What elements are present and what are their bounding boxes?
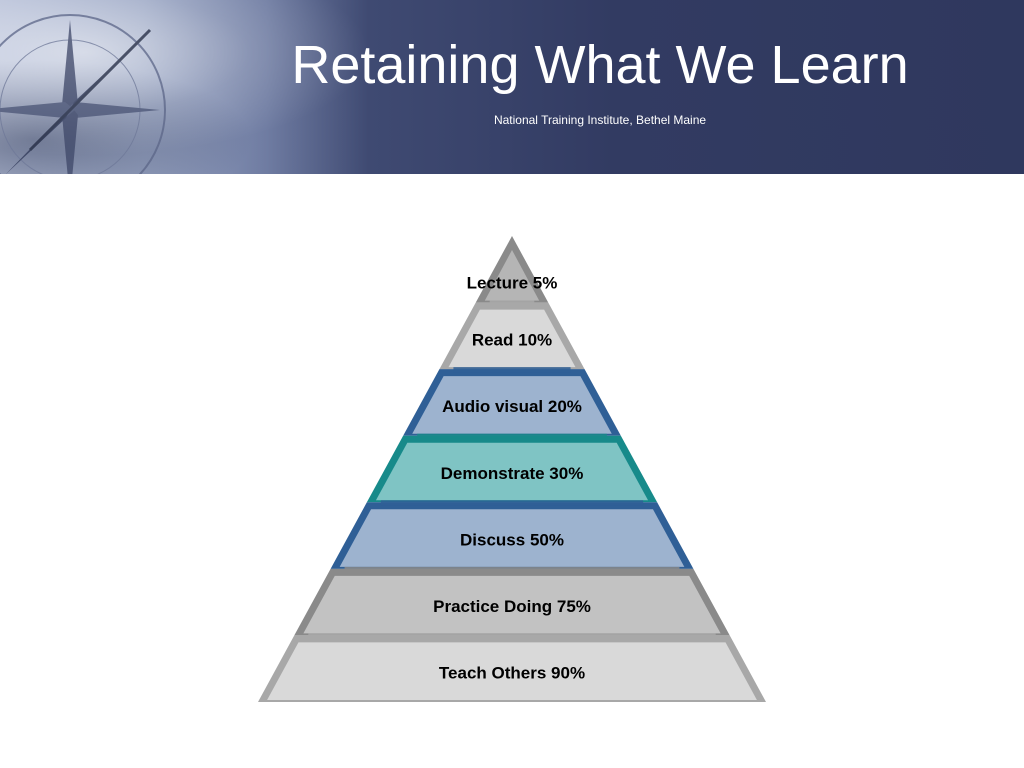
pyramid-tier: Read 10% — [439, 300, 585, 370]
pyramid-tier-separator — [417, 433, 607, 439]
pyramid-tier-fill — [339, 509, 685, 567]
pyramid-tier-separator — [380, 500, 644, 506]
pyramid-tier-label: Discuss 50% — [460, 530, 564, 549]
pyramid-tier-fill — [267, 642, 757, 700]
pyramid-tier-fill — [448, 309, 576, 368]
pyramid-tier: Discuss 50% — [330, 500, 694, 569]
pyramid-tier: Lecture 5% — [467, 236, 558, 303]
pyramid-tier: Practice Doing 75% — [294, 566, 730, 636]
pyramid-tier-fill — [375, 442, 649, 501]
pyramid-tier: Teach Others 90% — [258, 633, 766, 702]
pyramid-tier-fill — [484, 250, 540, 301]
slide-subtitle: National Training Institute, Bethel Main… — [493, 113, 707, 127]
pyramid-tier-label: Lecture 5% — [467, 273, 558, 292]
pyramid-tier-separator — [344, 566, 680, 572]
pyramid-tier-fill — [303, 575, 721, 634]
pyramid-tier-label: Practice Doing 75% — [433, 597, 591, 616]
pyramid-tier-fill — [412, 376, 612, 434]
slide-title: Retaining What We Learn — [291, 35, 909, 95]
pyramid-tier-label: Read 10% — [472, 331, 552, 350]
pyramid-tier: Demonstrate 30% — [366, 433, 658, 503]
pyramid-tier: Audio visual 20% — [403, 367, 621, 436]
pyramid-tier-label: Teach Others 90% — [439, 664, 585, 683]
pyramid-tier-separator — [489, 300, 535, 306]
pyramid-tier-label: Audio visual 20% — [442, 397, 582, 416]
slide-header: Retaining What We Learn National Trainin… — [0, 0, 1024, 174]
pyramid-tier-separator — [453, 367, 571, 373]
pyramid-tier-separator — [308, 633, 716, 639]
compass-icon — [0, 14, 166, 174]
pyramid-tier-label: Demonstrate 30% — [441, 464, 584, 483]
